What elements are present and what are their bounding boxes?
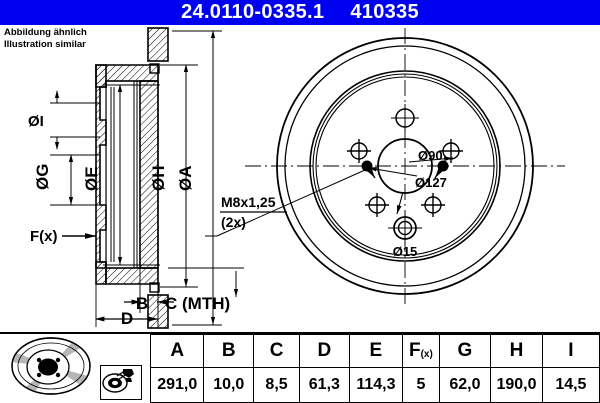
label-diameter-h: ØH	[149, 166, 168, 192]
dimension-c: C (MTH)	[165, 267, 244, 313]
header-fx: F(x)	[402, 334, 440, 368]
label-b: B	[136, 294, 148, 313]
label-diameter-a: ØA	[176, 166, 195, 192]
annotation-thread	[205, 169, 366, 237]
value-h: 190,0	[490, 367, 543, 403]
label-d: D	[121, 309, 133, 328]
header-e: E	[348, 334, 404, 368]
dimension-diameter-g: ØG	[33, 154, 100, 206]
value-fx: 5	[402, 367, 440, 403]
dimension-diameter-i: ØI	[28, 90, 100, 150]
dimension-diameter-a: ØA	[172, 30, 222, 326]
article-number: 410335	[350, 1, 419, 23]
thread-callout: M8x1,25 (2x)	[220, 194, 287, 230]
brake-disc-icon	[11, 337, 91, 395]
dimension-diameter-h: ØH	[149, 64, 198, 288]
header-g: G	[438, 334, 492, 368]
label-d90: Ø90	[418, 148, 443, 163]
annotation-bolt-circle: Ø127	[367, 166, 447, 190]
header-h: H	[490, 334, 543, 368]
annotation-center-bore: Ø90	[408, 148, 454, 163]
locating-hole-top	[391, 104, 419, 132]
label-diameter-g: ØG	[33, 164, 52, 190]
value-a: 291,0	[149, 367, 205, 403]
hole-d15	[388, 211, 422, 245]
dimension-fx: F(x)	[30, 228, 96, 245]
value-i: 14,5	[541, 367, 600, 403]
spec-table: A B C D E F(x) G H I 291,0 10,0 8,5 61,3…	[149, 334, 600, 403]
value-c: 8,5	[253, 367, 301, 403]
header-b: B	[203, 334, 255, 368]
table-value-row: 291,0 10,0 8,5 61,3 114,3 5 62,0 190,0 1…	[149, 367, 600, 403]
center-bore-circle	[377, 138, 433, 194]
dimension-diameter-e: ØE	[82, 84, 160, 266]
header-i: I	[541, 334, 600, 368]
label-c: C (MTH)	[165, 294, 230, 313]
spec-table-container: A B C D E F(x) G H I 291,0 10,0 8,5 61,3…	[0, 332, 600, 403]
dimension-b: B	[124, 268, 174, 313]
cross-section-view: ØI ØG ØE	[28, 27, 244, 329]
header-bar: 24.0110-0335.1 410335	[0, 0, 600, 25]
value-g: 62,0	[438, 367, 492, 403]
technical-drawing: ØI ØG ØE	[0, 25, 600, 330]
coated-disc-icon	[100, 365, 142, 400]
label-d15: Ø15	[393, 244, 418, 259]
bolt-hole	[347, 139, 371, 163]
note-line-de: Abbildung ähnlich	[4, 27, 87, 38]
center-lines	[245, 28, 565, 304]
label-m8-count: (2x)	[221, 214, 246, 230]
icon-strip	[0, 332, 150, 400]
label-m8: M8x1,25	[221, 194, 276, 210]
value-b: 10,0	[203, 367, 255, 403]
wheel-bolt-holes	[347, 139, 463, 217]
note-line-en: Illustration similar	[4, 39, 86, 50]
label-diameter-i: ØI	[28, 113, 44, 130]
disc-outline	[276, 37, 534, 295]
bolt-hole	[365, 193, 389, 217]
table-header-row: A B C D E F(x) G H I	[149, 334, 600, 368]
part-number: 24.0110-0335.1	[181, 1, 325, 23]
illustration-note: Abbildung ähnlich Illustration similar	[4, 27, 87, 51]
label-diameter-e: ØE	[82, 166, 101, 191]
disc-profile	[95, 27, 169, 329]
bolt-hole	[421, 193, 445, 217]
label-d127: Ø127	[415, 175, 447, 190]
header-c: C	[253, 334, 301, 368]
face-view: Ø90 Ø127 Ø15	[205, 28, 565, 304]
value-d: 61,3	[299, 367, 350, 403]
value-e: 114,3	[348, 367, 404, 403]
header-a: A	[149, 334, 205, 368]
label-fx: F(x)	[30, 228, 58, 245]
dimension-d: D	[94, 284, 159, 328]
header-d: D	[299, 334, 350, 368]
